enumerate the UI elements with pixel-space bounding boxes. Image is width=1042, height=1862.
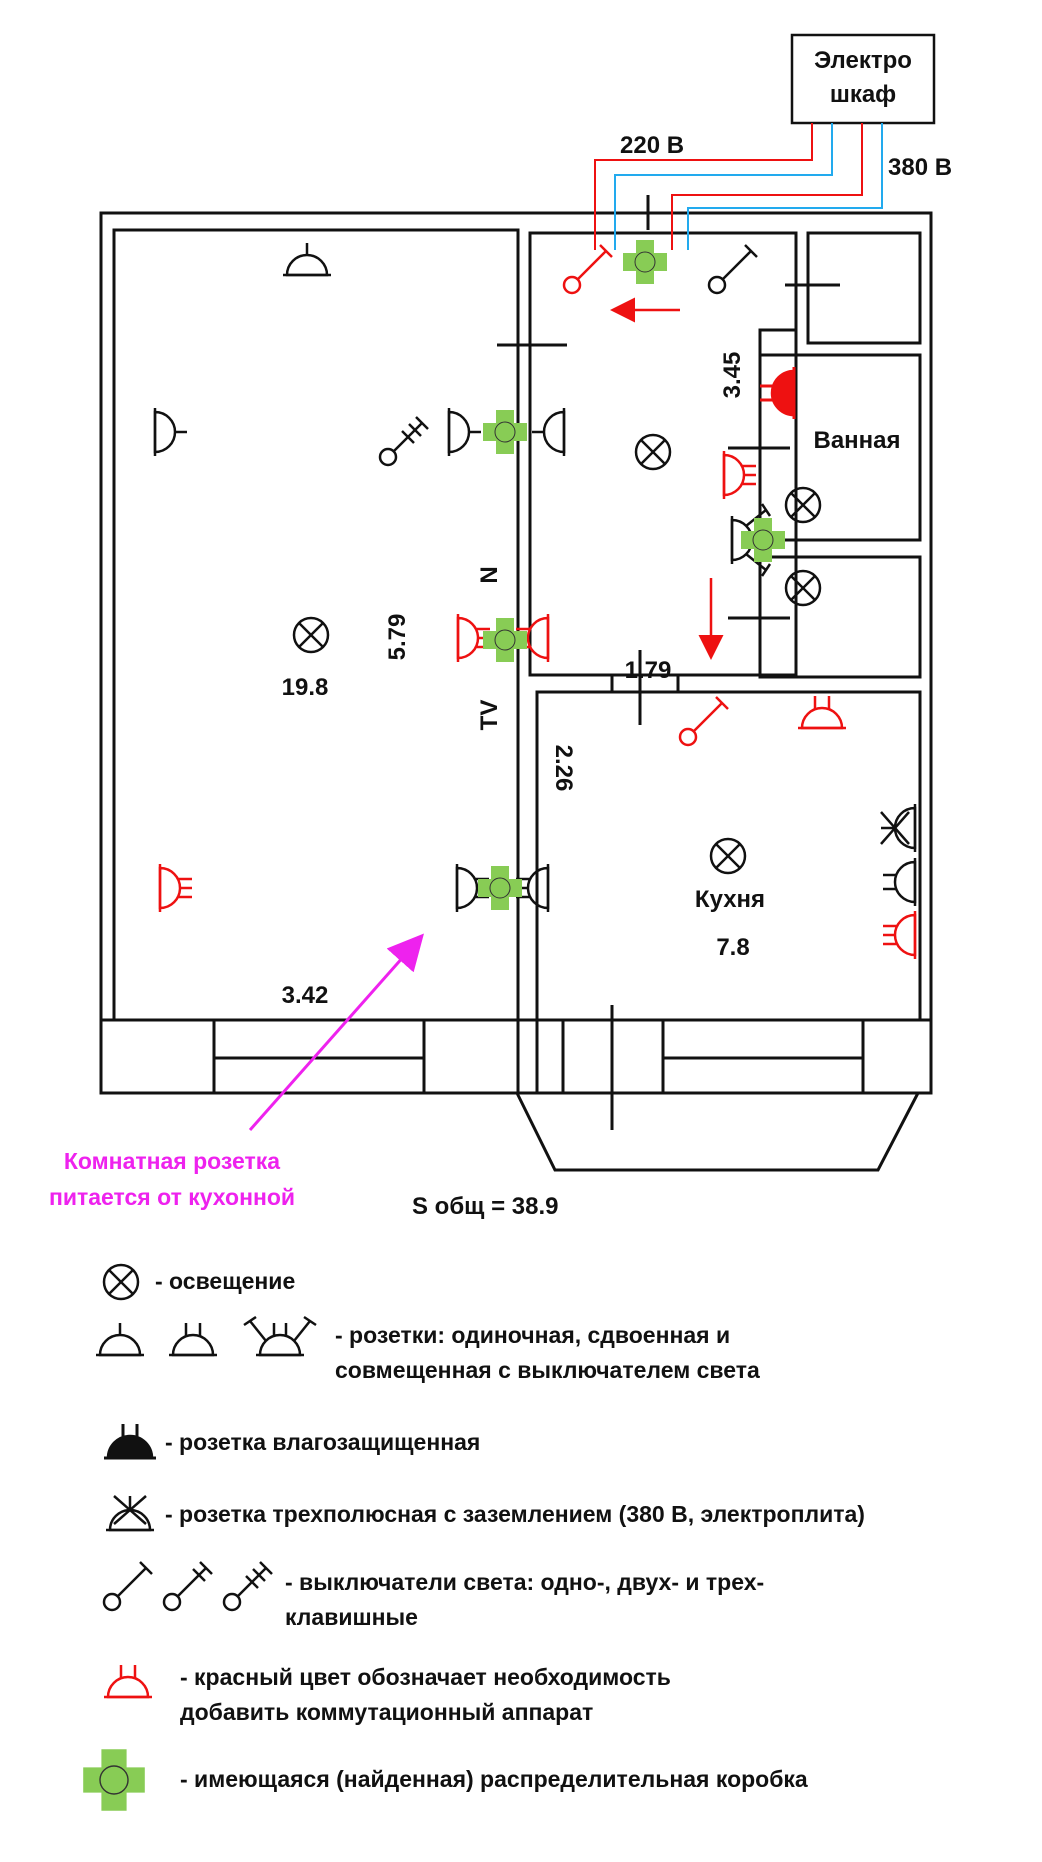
bathroom-label: Ванная	[813, 427, 900, 454]
wall-mark-tv: TV	[476, 700, 503, 731]
legend-red-socket-icon	[102, 1663, 154, 1699]
annotation-line1: Комнатная розетка	[63, 1148, 281, 1174]
legend-lamp-icon	[102, 1263, 140, 1301]
voltage-220-label: 220 В	[620, 132, 684, 159]
junction-box-icon	[477, 865, 523, 911]
kitchen-area: 7.8	[716, 934, 749, 961]
kitchen-label: Кухня	[695, 886, 765, 913]
single-socket-icon	[153, 406, 189, 458]
legend-sockets-line2: совмещенная с выключателем света	[335, 1357, 760, 1383]
legend-red-line1: - красный цвет обозначает необходимость	[180, 1664, 671, 1690]
lamp-icon	[709, 837, 747, 875]
annotation-line2: питается от кухонной	[48, 1184, 296, 1210]
single-switch-icon	[707, 243, 759, 295]
legend-waterproof-socket-icon	[102, 1422, 158, 1460]
red-triple-socket-icon	[881, 909, 917, 961]
dim-kitchen-length: 2.26	[550, 745, 577, 792]
room-area: 19.8	[282, 674, 329, 701]
junction-box-icon	[482, 409, 528, 455]
cabinet-label-line1: Электро	[814, 47, 912, 74]
dim-room-width: 3.42	[282, 982, 329, 1009]
double-socket-icon	[881, 856, 917, 908]
red-single-switch-icon	[562, 243, 614, 295]
legend-double-socket-icon	[167, 1321, 219, 1357]
dim-hall-length: 3.45	[719, 352, 746, 399]
dim-hall-width: 1.79	[625, 657, 672, 684]
walls	[99, 195, 933, 1172]
legend-switches-line1: - выключатели света: одно-, двух- и трех…	[285, 1569, 765, 1595]
voltage-380-label: 380 В	[888, 154, 952, 181]
electrical-cabinet: Электро шкаф	[790, 33, 936, 125]
lamp-icon	[292, 616, 330, 654]
lamp-icon	[634, 433, 672, 471]
single-socket-icon	[281, 241, 333, 277]
cabinet-label-line2: шкаф	[830, 81, 896, 108]
legend-switches: - выключатели света: одно-, двух- и трех…	[285, 1565, 764, 1635]
legend-single-socket-icon	[94, 1321, 146, 1357]
three-pole-socket-icon	[879, 802, 917, 854]
legend-switches-line2: клавишные	[285, 1604, 418, 1630]
legend-double-switch-icon	[162, 1560, 214, 1612]
red-waterproof-socket-icon	[758, 365, 796, 421]
legend-three-pole: - розетка трехполюсная с заземлением (38…	[165, 1501, 865, 1527]
legend-sockets: - розетки: одиночная, сдвоенная и совмещ…	[335, 1318, 760, 1388]
lamp-icon	[784, 569, 822, 607]
single-socket-icon	[447, 406, 483, 458]
legend-sockets-line1: - розетки: одиночная, сдвоенная и	[335, 1322, 731, 1348]
junction-box-icon	[622, 239, 668, 285]
single-socket-icon	[530, 406, 566, 458]
feed-wires	[594, 123, 883, 250]
red-double-socket-icon	[796, 694, 848, 730]
legend-single-switch-icon	[102, 1560, 154, 1612]
legend-red-line2: добавить коммутационный аппарат	[180, 1699, 594, 1725]
red-single-switch-icon	[678, 695, 730, 747]
legend-junction: - имеющаяся (найденная) распределительна…	[180, 1766, 808, 1792]
legend-lighting: - освещение	[155, 1268, 296, 1294]
legend-three-pole-socket-icon	[104, 1494, 156, 1532]
triple-switch-icon	[378, 415, 430, 467]
legend-red: - красный цвет обозначает необходимость …	[180, 1660, 671, 1730]
total-area: S общ = 38.9	[412, 1193, 559, 1220]
red-triple-socket-icon	[722, 449, 758, 501]
dim-room-length: 5.79	[384, 614, 411, 661]
junction-box-icon	[482, 617, 528, 663]
lamp-icon	[784, 486, 822, 524]
legend-junction-box-icon	[82, 1748, 146, 1812]
legend-waterproof: - розетка влагозащищенная	[165, 1429, 481, 1455]
annotation-text: Комнатная розетка питается от кухонной	[22, 1143, 322, 1215]
legend-combined-socket-icon	[242, 1315, 318, 1357]
wall-mark-n: N	[476, 566, 503, 583]
legend-triple-switch-icon	[222, 1560, 274, 1612]
annotation-arrow	[248, 933, 424, 1131]
red-triple-socket-icon	[158, 862, 194, 914]
